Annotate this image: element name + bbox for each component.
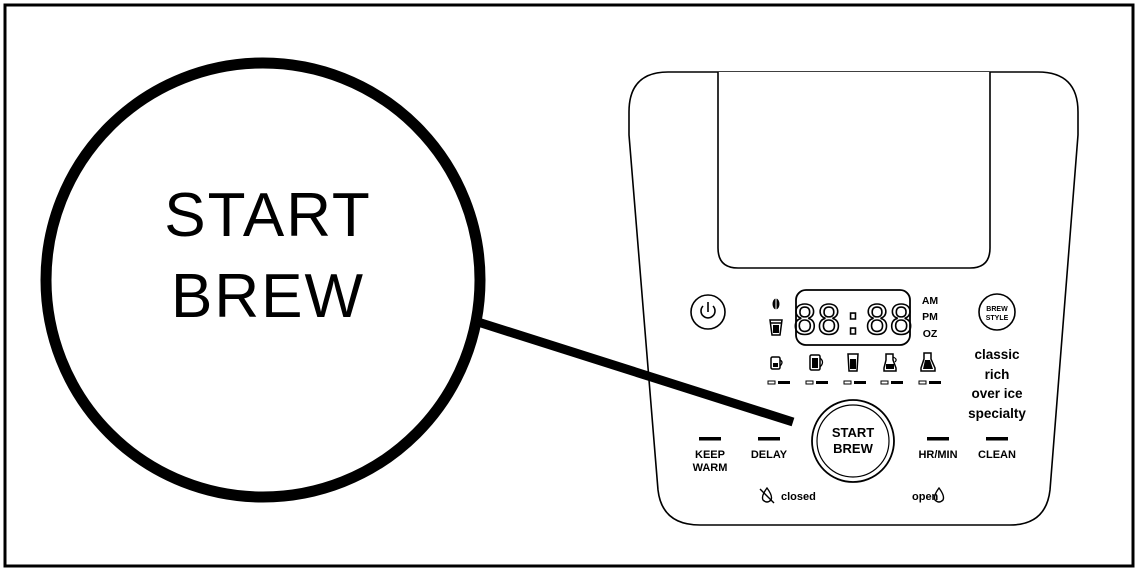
- callout-pointer: [476, 317, 795, 427]
- keep-warm-label-2: WARM: [693, 462, 728, 474]
- mug-icon[interactable]: [809, 354, 824, 371]
- hr-min-indicator: [927, 437, 949, 441]
- display-frame: [795, 289, 911, 346]
- small-carafe-icon[interactable]: [883, 353, 897, 372]
- clock-display: 88:88: [792, 289, 914, 346]
- start-brew-button[interactable]: START BREW: [811, 399, 895, 483]
- brew-style-label-2: STYLE: [986, 315, 1009, 322]
- hr-min-label: HR/MIN: [918, 449, 957, 461]
- am-indicator: AM: [922, 295, 939, 307]
- keep-warm-indicator: [699, 437, 721, 441]
- start-brew-label-2: BREW: [833, 441, 873, 456]
- brew-style-label-1: BREW: [986, 306, 1008, 313]
- carafe-icon[interactable]: [920, 352, 936, 372]
- power-button[interactable]: [690, 294, 726, 330]
- clean-label: CLEAN: [978, 449, 1016, 461]
- clean-indicator: [986, 437, 1008, 441]
- delay-indicator: [758, 437, 780, 441]
- start-brew-label-1: START: [832, 425, 874, 440]
- cup-icon[interactable]: [770, 356, 783, 370]
- callout-text-brew: BREW: [171, 262, 365, 331]
- oz-indicator: OZ: [923, 328, 938, 340]
- no-drip-icon: [759, 486, 775, 504]
- callout-text-start: START: [164, 181, 372, 250]
- delay-label: DELAY: [751, 449, 788, 461]
- clean-button[interactable]: CLEAN: [978, 437, 1016, 461]
- brew-style-button[interactable]: BREW STYLE: [978, 293, 1016, 331]
- brew-style-specialty: specialty: [968, 406, 1026, 421]
- callout-circle: [40, 57, 486, 503]
- tall-cup-icon[interactable]: [847, 353, 859, 372]
- delay-button[interactable]: DELAY: [751, 437, 788, 461]
- brew-style-over-ice: over ice: [971, 386, 1023, 401]
- coffee-bean-icon: [772, 298, 780, 310]
- display-digits: 88:88: [793, 298, 913, 344]
- power-icon: [700, 302, 716, 319]
- control-panel-outline: [628, 71, 1079, 526]
- pm-indicator: PM: [922, 311, 938, 323]
- drip-icon: [933, 486, 945, 503]
- carafe-cutout: [717, 72, 991, 269]
- cup-grounds-icon: [769, 319, 783, 336]
- valve-open-label: open: [912, 491, 939, 503]
- keep-warm-label-1: KEEP: [695, 449, 725, 461]
- valve-closed-label: closed: [781, 491, 816, 503]
- brew-style-rich: rich: [985, 367, 1010, 382]
- keep-warm-button[interactable]: KEEP WARM: [693, 437, 728, 474]
- size-indicators: [767, 380, 941, 385]
- hr-min-button[interactable]: HR/MIN: [918, 437, 958, 461]
- diagram-border: [3, 3, 1135, 568]
- brew-style-classic: classic: [974, 347, 1020, 362]
